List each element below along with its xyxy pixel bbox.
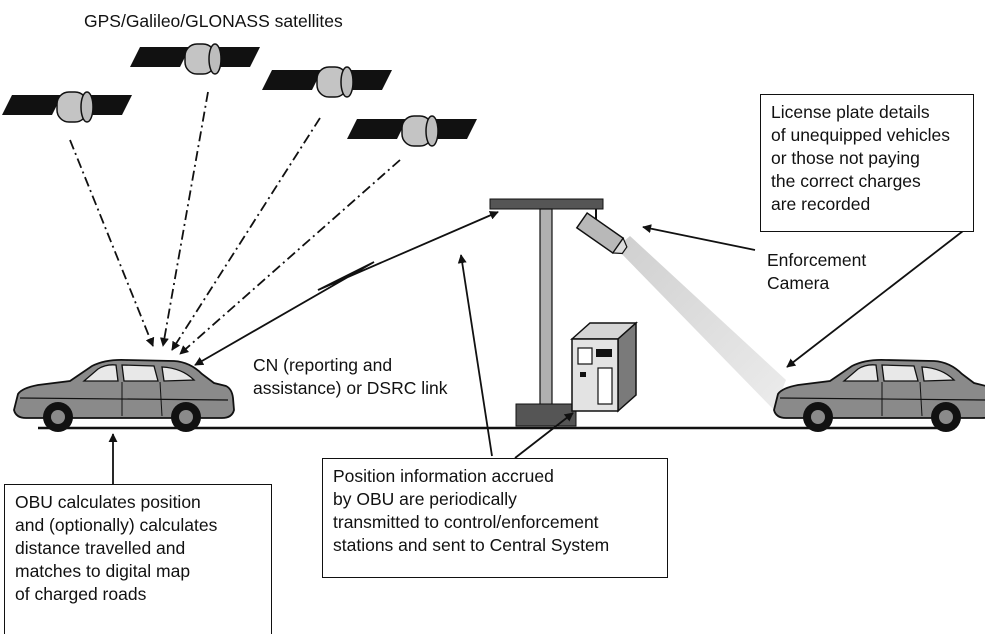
car-icon xyxy=(13,358,235,433)
link-label: CN (reporting and assistance) or DSRC li… xyxy=(253,355,448,398)
enforcement-camera-icon xyxy=(575,209,628,255)
gantry-pole-icon xyxy=(489,198,604,427)
obu-callout: OBU calculates position and (optionally)… xyxy=(4,484,272,634)
camera-beam xyxy=(616,236,786,410)
satellite-signals xyxy=(69,91,401,355)
roadside-unit-icon xyxy=(570,321,638,413)
license-plate-callout: License plate details of unequipped vehi… xyxy=(760,94,974,232)
link-arrow xyxy=(194,211,499,366)
satellite-icon xyxy=(1,91,133,123)
callout-arrows xyxy=(108,224,964,484)
position-info-callout: Position information accrued by OBU are … xyxy=(322,458,668,578)
car-icon xyxy=(773,358,985,433)
satellite-icon xyxy=(261,66,393,98)
satellite-icon xyxy=(346,115,478,147)
satellite-icon xyxy=(129,43,261,75)
camera-label: Enforcement Camera xyxy=(767,250,867,293)
satellites-label: GPS/Galileo/GLONASS satellites xyxy=(84,11,343,31)
